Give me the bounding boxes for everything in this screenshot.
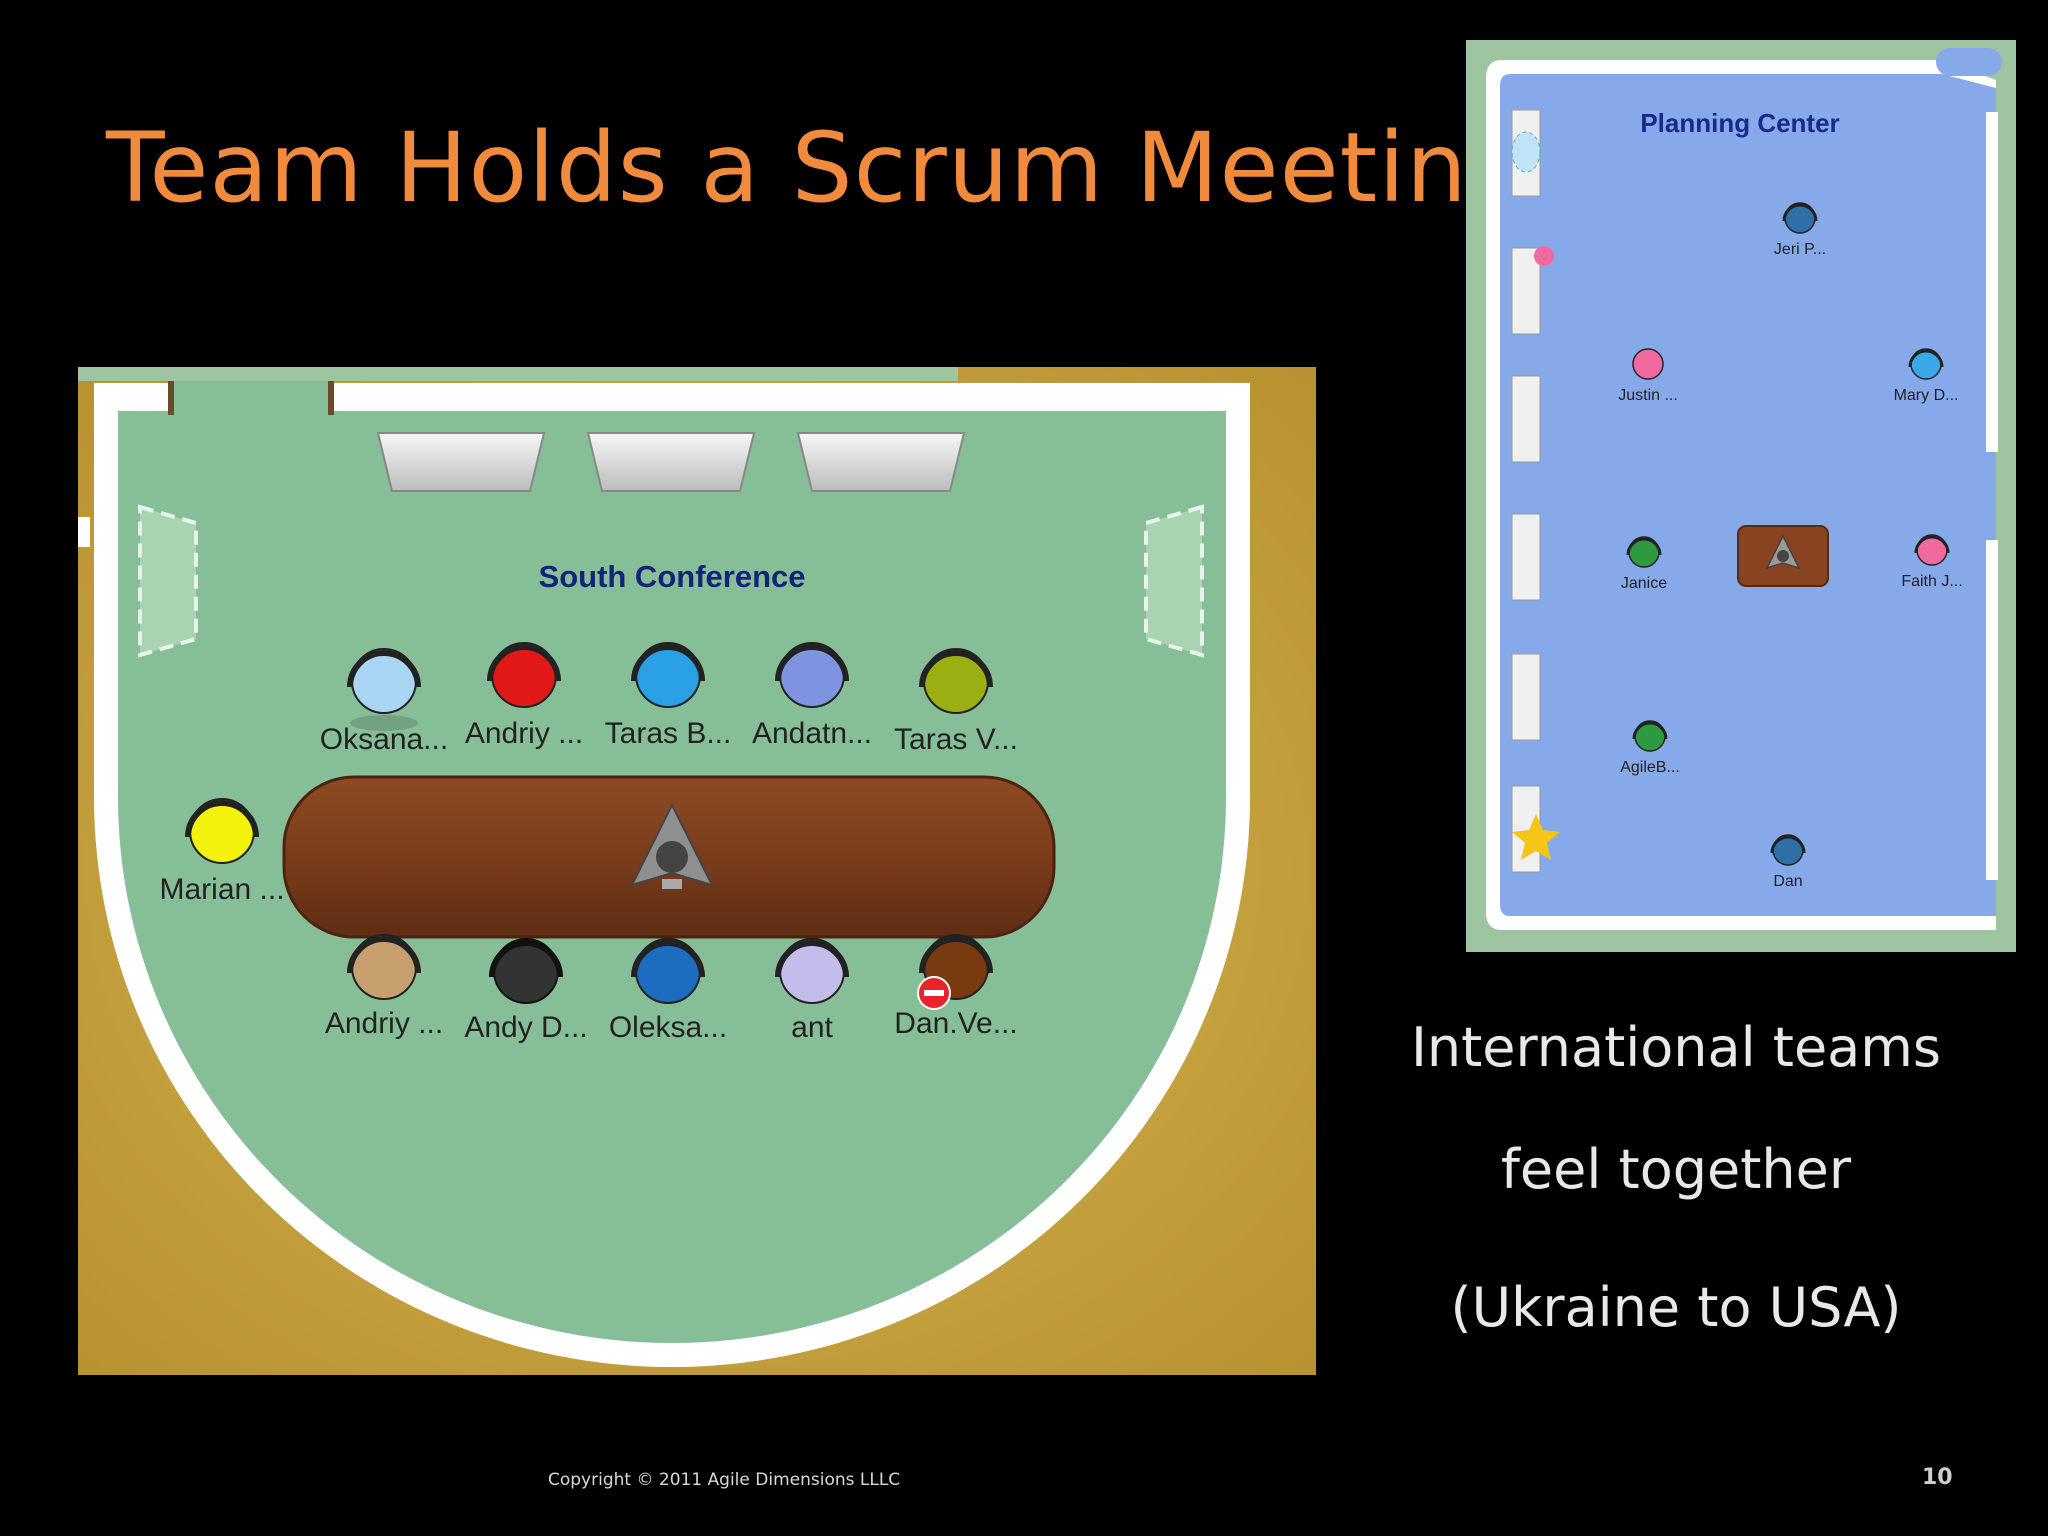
- participant-avatar[interactable]: Jeri P...: [1774, 202, 1826, 258]
- participant-avatar[interactable]: Andatn...: [752, 642, 872, 750]
- svg-text:Dan.Ve...: Dan.Ve...: [894, 1007, 1017, 1040]
- svg-text:AgileB...: AgileB...: [1620, 759, 1680, 776]
- do-not-disturb-icon: [917, 976, 951, 1010]
- svg-text:Marian ...: Marian ...: [159, 873, 284, 906]
- participant-avatar[interactable]: Justin ...: [1618, 348, 1678, 404]
- svg-text:Andriy ...: Andriy ...: [325, 1007, 443, 1040]
- participant-avatar[interactable]: Janice: [1621, 536, 1667, 592]
- svg-text:Faith J...: Faith J...: [1901, 573, 1962, 590]
- participant-avatar[interactable]: Marian ...: [159, 798, 285, 906]
- copyright-notice: Copyright © 2011 Agile Dimensions LLLC: [548, 1470, 901, 1490]
- planning-center-room: Planning Center Jeri P... Justin ... Mar…: [1466, 40, 2016, 952]
- svg-text:Taras V...: Taras V...: [894, 723, 1018, 756]
- side-whiteboard: [138, 504, 198, 658]
- speakerphone-icon[interactable]: [1765, 534, 1801, 570]
- slide-number: 10: [1922, 1465, 1953, 1490]
- participant-avatar[interactable]: Mary D...: [1894, 348, 1959, 404]
- svg-text:Justin ...: Justin ...: [1618, 387, 1678, 404]
- svg-text:Jeri P...: Jeri P...: [1774, 241, 1826, 258]
- svg-text:Mary D...: Mary D...: [1894, 387, 1959, 404]
- participant-avatar[interactable]: Faith J...: [1901, 534, 1963, 590]
- participant-avatar[interactable]: Andriy ...: [465, 642, 583, 750]
- room-name-label: Planning Center: [1640, 108, 1839, 138]
- south-conference-room: South Conference Oksana... Andriy ... Ta…: [78, 367, 1316, 1375]
- caption-line: (Ukraine to USA): [1450, 1276, 1902, 1339]
- star-icon: [1512, 814, 1560, 860]
- participant-avatar[interactable]: AgileB...: [1620, 720, 1680, 776]
- svg-text:Oleksa...: Oleksa...: [609, 1011, 727, 1044]
- participant-avatar[interactable]: Taras V...: [894, 648, 1018, 756]
- svg-text:Andriy ...: Andriy ...: [465, 717, 583, 750]
- headset-avatar-icon: [1632, 348, 1664, 380]
- participant-avatar[interactable]: ant: [775, 938, 849, 1044]
- caption-line: International teams: [1410, 1016, 1942, 1079]
- participant-avatar[interactable]: Oksana...: [320, 648, 448, 756]
- room-name-label: South Conference: [539, 559, 806, 594]
- participant-avatar[interactable]: Taras B...: [605, 642, 732, 750]
- svg-text:Taras B...: Taras B...: [605, 717, 732, 750]
- side-whiteboard: [1144, 504, 1204, 658]
- wall-screen: [796, 432, 966, 492]
- wall-screen: [376, 432, 546, 492]
- svg-text:Oksana...: Oksana...: [320, 723, 448, 756]
- speakerphone-icon[interactable]: [630, 802, 714, 889]
- svg-text:Andatn...: Andatn...: [752, 717, 872, 750]
- svg-text:Janice: Janice: [1621, 575, 1667, 592]
- svg-text:Andy D...: Andy D...: [464, 1011, 587, 1044]
- caption-line: feel together: [1500, 1138, 1852, 1201]
- participant-avatar[interactable]: Andriy ...: [325, 934, 443, 1040]
- slide-title: Team Holds a Scrum Meeting: [106, 112, 1530, 224]
- participant-avatar[interactable]: Oleksa...: [609, 938, 727, 1044]
- svg-text:Dan: Dan: [1773, 873, 1802, 890]
- participant-avatar[interactable]: Andy D...: [464, 938, 588, 1044]
- wall-screen: [586, 432, 756, 492]
- participant-avatar[interactable]: Dan.Ve...: [894, 934, 1018, 1040]
- participant-avatar[interactable]: Dan: [1770, 834, 1806, 890]
- svg-text:ant: ant: [791, 1011, 833, 1044]
